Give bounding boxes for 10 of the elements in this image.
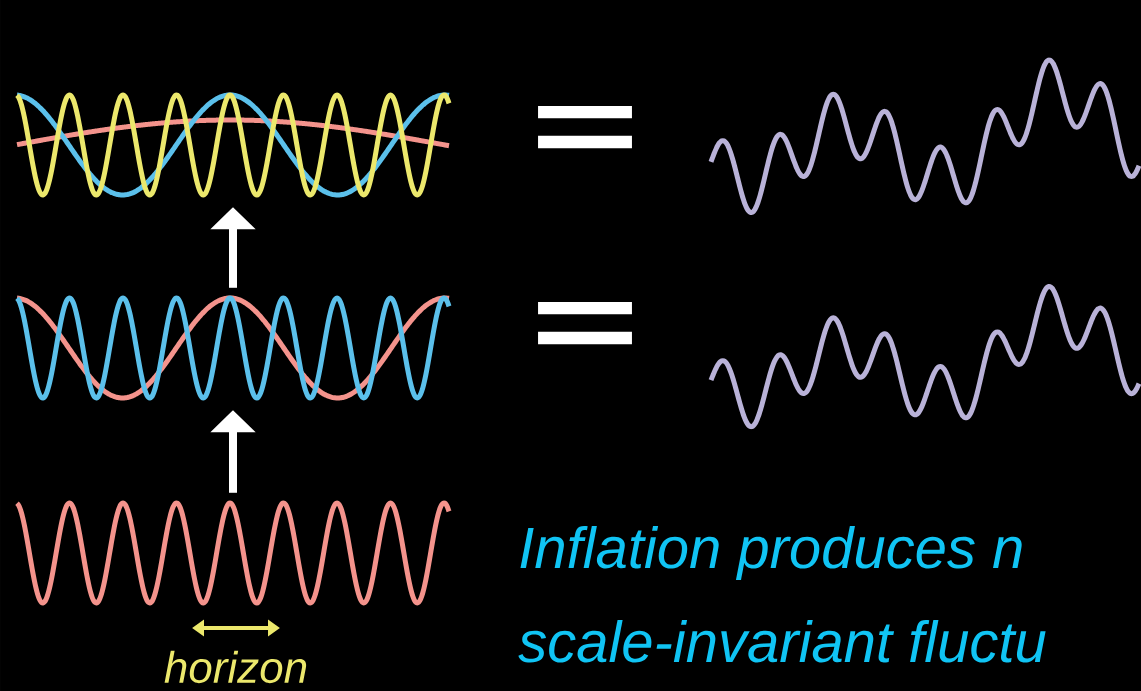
wave-drawing bbox=[708, 57, 1141, 215]
caption-text: horizon bbox=[164, 650, 307, 684]
statement-text: scale-invariant fluctu bbox=[518, 619, 1046, 663]
wave-drawing bbox=[708, 283, 1141, 430]
wave-drawing bbox=[14, 92, 451, 198]
equals-sign: = bbox=[538, 301, 632, 345]
wave-drawing bbox=[14, 500, 451, 606]
wave-drawing bbox=[14, 295, 451, 401]
equals-sign: = bbox=[538, 105, 632, 149]
statement-text: Inflation produces n bbox=[520, 525, 1022, 580]
